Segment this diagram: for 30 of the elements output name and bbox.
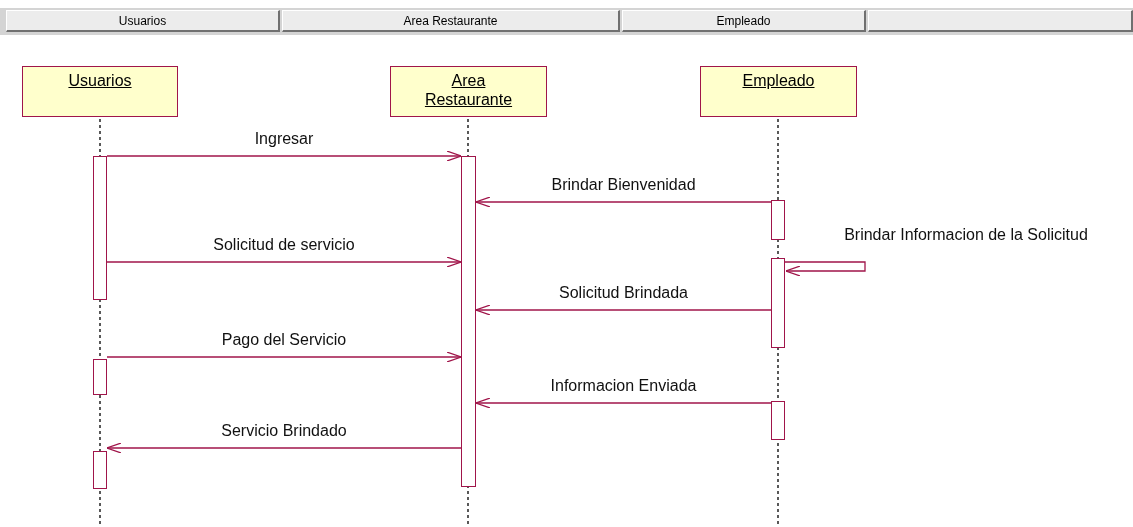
message-arrow bbox=[475, 304, 772, 316]
message-arrow bbox=[106, 351, 462, 363]
activation-bar bbox=[93, 156, 107, 300]
message-arrow bbox=[475, 397, 772, 409]
message-label: Pago del Servicio bbox=[221, 330, 347, 350]
activation-bar bbox=[771, 200, 785, 240]
header-tab: Empleado bbox=[622, 10, 866, 32]
participant-box: Empleado bbox=[700, 66, 857, 117]
message-label: Informacion Enviada bbox=[550, 376, 697, 396]
activation-bar bbox=[771, 401, 785, 440]
message-label: Solicitud de servicio bbox=[213, 235, 355, 255]
participant-box: Usuarios bbox=[22, 66, 178, 117]
message-label: Brindar Informacion de la Solicitud bbox=[844, 225, 1088, 245]
message-label: Solicitud Brindada bbox=[559, 283, 688, 303]
header-tab: Usuarios bbox=[6, 10, 280, 32]
header-tab: Area Restaurante bbox=[282, 10, 620, 32]
activation-bar bbox=[93, 451, 107, 489]
message-arrow bbox=[784, 261, 866, 277]
activation-bar bbox=[771, 258, 785, 348]
message-arrow bbox=[106, 150, 462, 162]
message-arrow bbox=[106, 442, 462, 454]
participant-box: Area Restaurante bbox=[390, 66, 547, 117]
message-label: Ingresar bbox=[254, 129, 314, 149]
activation-bar bbox=[93, 359, 107, 395]
message-arrow bbox=[475, 196, 772, 208]
message-label: Brindar Bienvenidad bbox=[551, 175, 696, 195]
activation-bar bbox=[461, 156, 476, 487]
message-arrow bbox=[106, 256, 462, 268]
header-tab bbox=[868, 10, 1133, 32]
message-label: Servicio Brindado bbox=[221, 421, 347, 441]
